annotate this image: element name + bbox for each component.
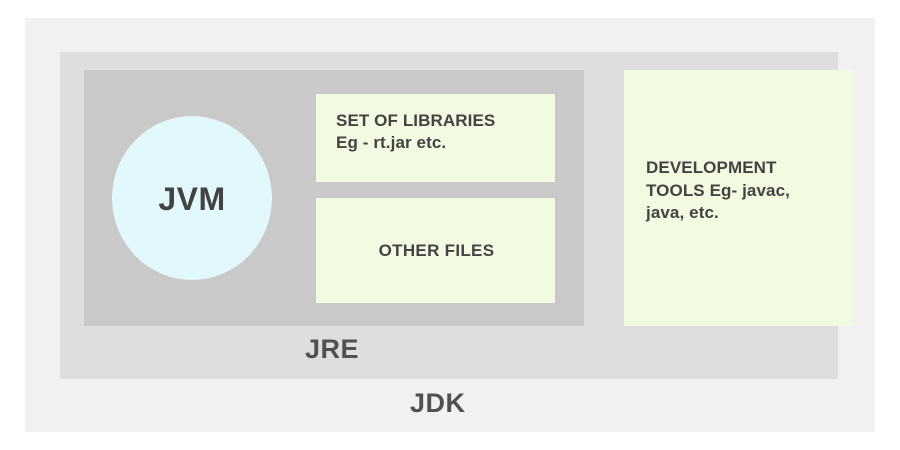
development-tools-line3: java, etc. — [646, 203, 719, 223]
jdk-container: JVM SET OF LIBRARIES Eg - rt.jar etc. OT… — [25, 18, 875, 432]
jvm-circle: JVM — [112, 116, 272, 280]
jdk-label: JDK — [410, 388, 466, 418]
jre-inner-region: JVM SET OF LIBRARIES Eg - rt.jar etc. OT… — [84, 70, 584, 326]
set-of-libraries-card: SET OF LIBRARIES Eg - rt.jar etc. — [316, 94, 555, 182]
development-tools-text-block: DEVELOPMENT TOOLS Eg- javac, java, etc. — [646, 157, 790, 226]
jre-label: JRE — [305, 334, 360, 364]
set-of-libraries-title: SET OF LIBRARIES — [336, 111, 496, 130]
set-of-libraries-example: Eg - rt.jar etc. — [336, 133, 447, 153]
jre-container: JVM SET OF LIBRARIES Eg - rt.jar etc. OT… — [60, 52, 853, 379]
development-tools-line1: DEVELOPMENT — [646, 157, 777, 177]
development-tools-card: DEVELOPMENT TOOLS Eg- javac, java, etc. — [624, 70, 853, 326]
jvm-label: JVM — [158, 181, 226, 217]
other-files-label: OTHER FILES — [378, 240, 495, 260]
other-files-card: OTHER FILES — [316, 198, 555, 303]
development-tools-line2: TOOLS Eg- javac, — [646, 180, 790, 200]
